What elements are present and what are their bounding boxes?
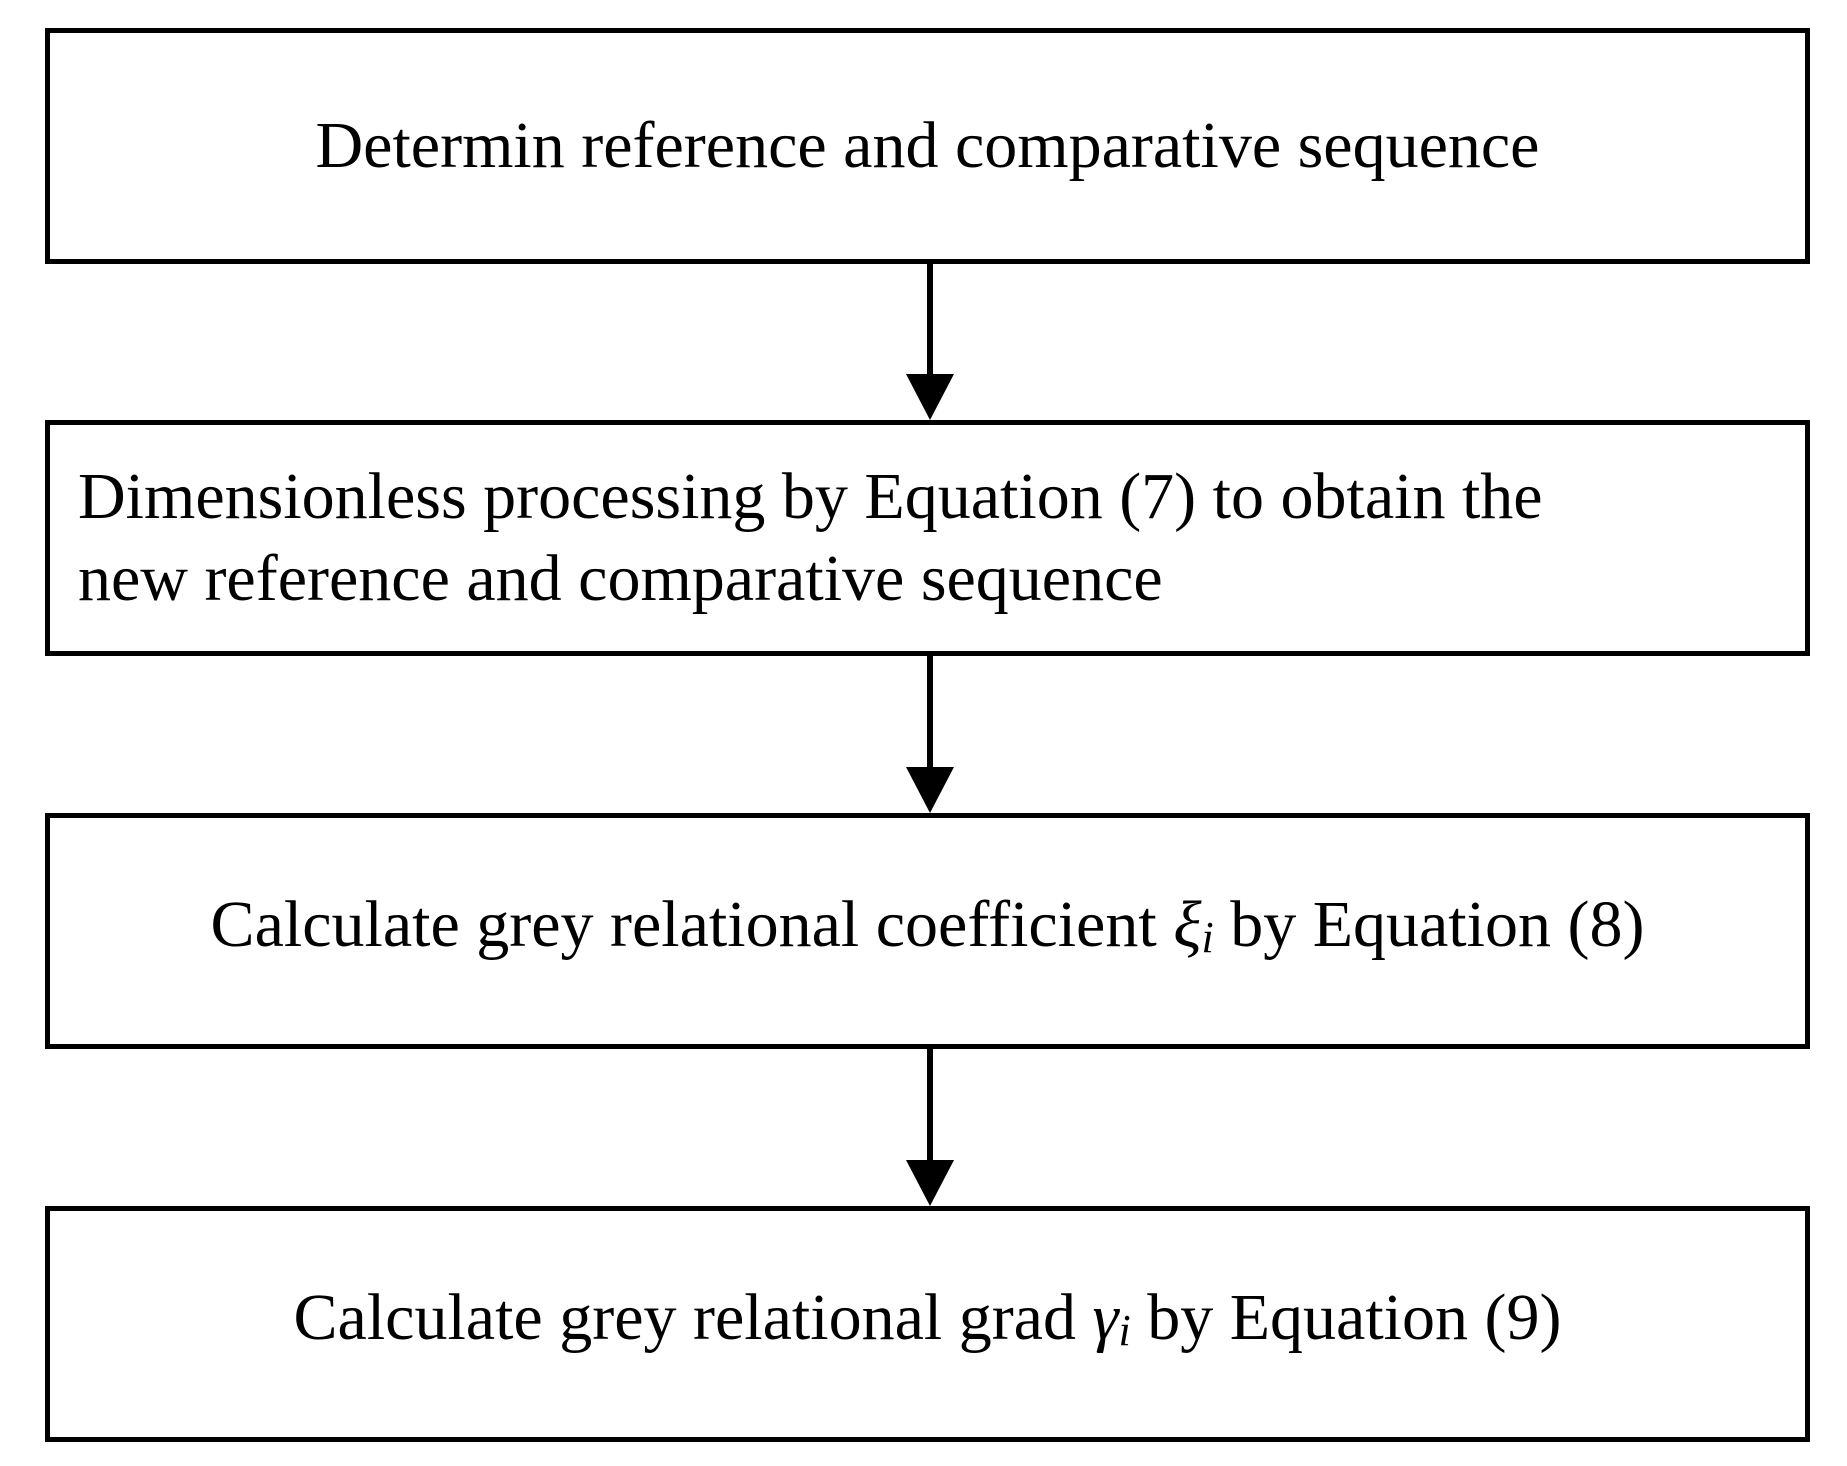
arrow-1-to-2 [906, 264, 954, 420]
step-3-text-before: Calculate grey relational coefficient [210, 887, 1174, 961]
step-1-text: Determin reference and comparative seque… [315, 109, 1540, 182]
gamma-symbol: γ [1092, 1280, 1119, 1354]
step-1-box: Determin reference and comparative seque… [45, 28, 1810, 264]
gamma-subscript: i [1118, 1305, 1131, 1355]
step-4-box: Calculate grey relational grad γi by Equ… [45, 1206, 1810, 1442]
step-3-text: Calculate grey relational coefficient ξi… [211, 884, 1645, 979]
step-4-text-after: by Equation (9) [1130, 1280, 1562, 1354]
step-2-box: Dimensionless processing by Equation (7)… [45, 420, 1810, 656]
xi-symbol: ξ [1173, 887, 1202, 961]
step-3-box: Calculate grey relational coefficient ξi… [45, 813, 1810, 1049]
arrow-3-to-4 [906, 1049, 954, 1206]
step-2-text: Dimensionless processing by Equation (7)… [78, 456, 1543, 620]
step-2-line-2: new reference and comparative sequence [78, 542, 1163, 615]
step-4-text-before: Calculate grey relational grad [293, 1280, 1093, 1354]
step-4-text: Calculate grey relational grad γi by Equ… [294, 1277, 1562, 1372]
step-2-line-1: Dimensionless processing by Equation (7)… [78, 460, 1543, 533]
xi-subscript: i [1201, 912, 1214, 962]
step-3-text-after: by Equation (8) [1213, 887, 1645, 961]
arrow-2-to-3 [906, 656, 954, 813]
